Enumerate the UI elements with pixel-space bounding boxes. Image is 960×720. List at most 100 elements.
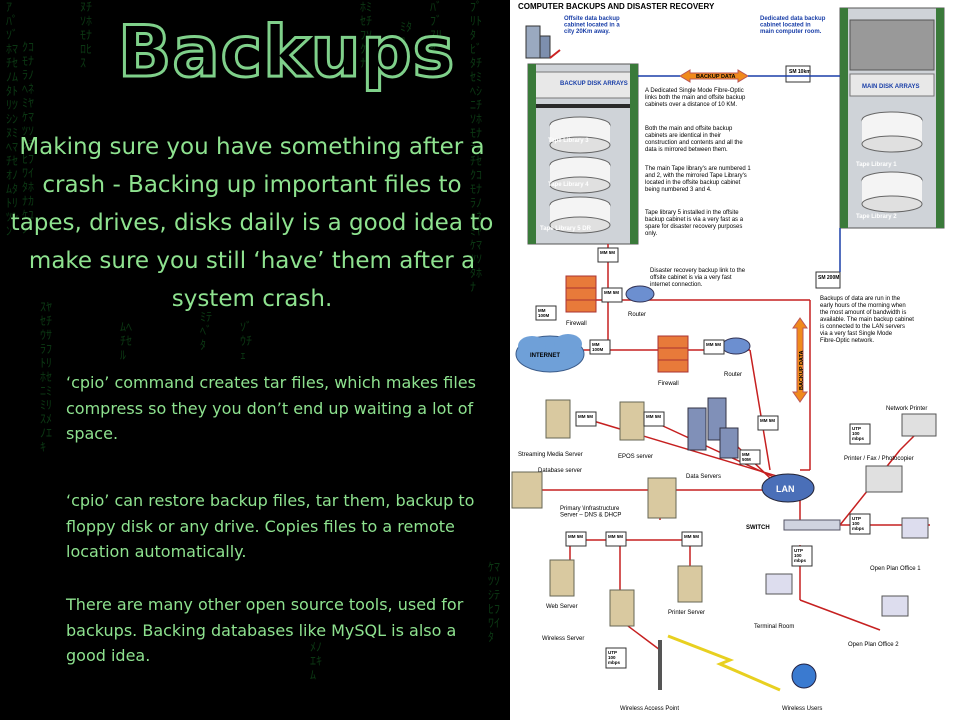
- building-icon: [525, 25, 561, 59]
- cpio-paragraph: ‘cpio’ command creates tar files, which …: [66, 373, 476, 443]
- printer-server-label: Printer Server: [668, 610, 705, 616]
- main-cabinet: [839, 7, 945, 229]
- wireless-users-label: Wireless Users: [782, 706, 822, 712]
- sm-200m-box: [815, 271, 841, 289]
- matrix-column: ﾊﾞﾌﾞｽﾘｾ: [430, 0, 443, 56]
- link-speed-label: MM 5M: [604, 290, 619, 295]
- sm-200m-label: SM 200M: [818, 275, 839, 281]
- matrix-column: ｱﾊﾟｿﾞﾎﾏﾁｾﾉﾑﾀﾄﾘﾂｼﾝﾇﾐﾍﾏﾁｾｵﾉﾑﾀﾄﾘﾂｼﾝ: [6, 0, 19, 238]
- cpio-restore-paragraph: ‘cpio’ can restore backup files, tar the…: [66, 491, 475, 561]
- firewall-label: Firewall: [566, 321, 587, 327]
- link-speed-box: [605, 647, 627, 669]
- firewall-label-2: Firewall: [658, 381, 679, 387]
- backup-data-vertical-arrow: [792, 317, 808, 403]
- streaming-label: Streaming Media Server: [518, 452, 583, 458]
- link-speed-label: MM 5M: [608, 534, 623, 539]
- switch-icon: [783, 519, 841, 531]
- link-speed-box: [757, 415, 779, 431]
- wireless-users-icon: [791, 663, 817, 689]
- backup-diagram: COMPUTER BACKUPS AND DISASTER RECOVERY O…: [510, 0, 960, 720]
- wireless-signal-icon: [667, 634, 781, 692]
- tape-library-4-label: Tape Library 4: [548, 182, 589, 188]
- matrix-column: ﾐﾀﾊｿﾞﾎ: [400, 20, 413, 76]
- wireless-server-label: Wireless Server: [542, 636, 584, 642]
- tape-library-1-label: Tape Library 1: [856, 162, 897, 168]
- epos-label: EPOS server: [618, 454, 653, 460]
- lead-text: Making sure you have something after a c…: [10, 134, 494, 312]
- link-speed-box: [597, 247, 619, 263]
- link-speed-box: [739, 449, 761, 465]
- internet-label: INTERNET: [530, 353, 560, 359]
- link-speed-box: [589, 339, 611, 355]
- link-speed-box: [575, 411, 597, 427]
- matrix-column: ｿﾞｳﾁｪ: [240, 320, 253, 362]
- data-servers-label: Data Servers: [686, 474, 721, 480]
- link-speed-label: MM 5M: [600, 250, 615, 255]
- lan-label: LAN: [776, 484, 795, 494]
- main-disk-arrays-label: MAIN DISK ARRAYS: [862, 84, 920, 90]
- open-plan-2-label: Open Plan Office 2: [848, 642, 899, 648]
- sm-10km-box: [785, 65, 811, 83]
- terminal-room-label: Terminal Room: [754, 624, 794, 630]
- router-label-2: Router: [724, 372, 742, 378]
- offsite-cabinet: [527, 63, 639, 245]
- link-speed-label: MM 5M: [646, 414, 661, 419]
- router-icon: [625, 285, 751, 355]
- tools-paragraph: There are many other open source tools, …: [66, 595, 464, 665]
- link-speed-box: [565, 531, 587, 547]
- tape-library-5-label: Tape Library 5 DR: [540, 226, 592, 232]
- open-plan-1-label: Open Plan Office 1: [870, 566, 921, 572]
- link-speed-box: [643, 411, 665, 427]
- link-speed-box: [605, 531, 627, 547]
- link-speed-label: MM 5M: [578, 414, 593, 419]
- network-printer-label: Network Printer: [886, 406, 927, 412]
- matrix-column: ﾐﾃﾍﾞﾀ: [200, 310, 213, 352]
- link-speed-box: [703, 339, 725, 355]
- switch-label: SWITCH: [746, 525, 770, 531]
- matrix-column: ﾑﾍﾁｾﾙ: [120, 320, 133, 362]
- matrix-column: ｽﾔｾﾁｳｻﾗﾌﾄﾘﾎｾﾆﾐﾐﾘｽﾒﾉｴｷ: [40, 300, 53, 454]
- matrix-column: ﾎﾐｾﾁﾌｿｸﾓﾅ: [360, 0, 373, 70]
- printer-fax-label: Printer / Fax / Photocopier: [844, 456, 914, 462]
- tape-library-2-label: Tape Library 2: [856, 214, 897, 220]
- router-label: Router: [628, 312, 646, 318]
- server-icons: [511, 397, 739, 627]
- link-speed-box: [849, 423, 871, 445]
- link-speed-box: [849, 513, 871, 535]
- internet-cloud-icon: [515, 334, 585, 373]
- matrix-column: ﾌﾟﾘﾄﾀﾋﾞﾀﾁｾﾐﾍｼﾆﾁｿﾎﾓﾅﾗｽﾁｾｸｺﾓﾅﾗﾉﾍﾈﾐﾔｹﾏﾂｿﾀﾎﾅ: [470, 0, 483, 294]
- link-speed-box: [681, 531, 703, 547]
- matrix-column: ﾒﾉｴｷﾑ: [310, 640, 323, 682]
- matrix-column: ｹﾏﾂｿｼﾃﾋﾌﾜｲﾀ: [488, 560, 501, 644]
- link-speed-label: MM 5M: [706, 342, 721, 347]
- link-speed-box: [791, 545, 813, 567]
- tape-library-3-label: Tape Library 3: [548, 138, 589, 144]
- diagram-title: COMPUTER BACKUPS AND DISASTER RECOVERY: [518, 2, 715, 11]
- link-speed-label: MM 5M: [568, 534, 583, 539]
- backup-data-vertical-label: BACKUP DATA: [799, 351, 805, 390]
- firewall-icon: [565, 275, 689, 373]
- backup-disk-arrays-label: BACKUP DISK ARRAYS: [560, 81, 628, 87]
- link-speed-box: [601, 287, 623, 303]
- slide-title: Backups: [117, 10, 456, 95]
- wireless-ap-label: Wireless Access Point: [620, 706, 679, 712]
